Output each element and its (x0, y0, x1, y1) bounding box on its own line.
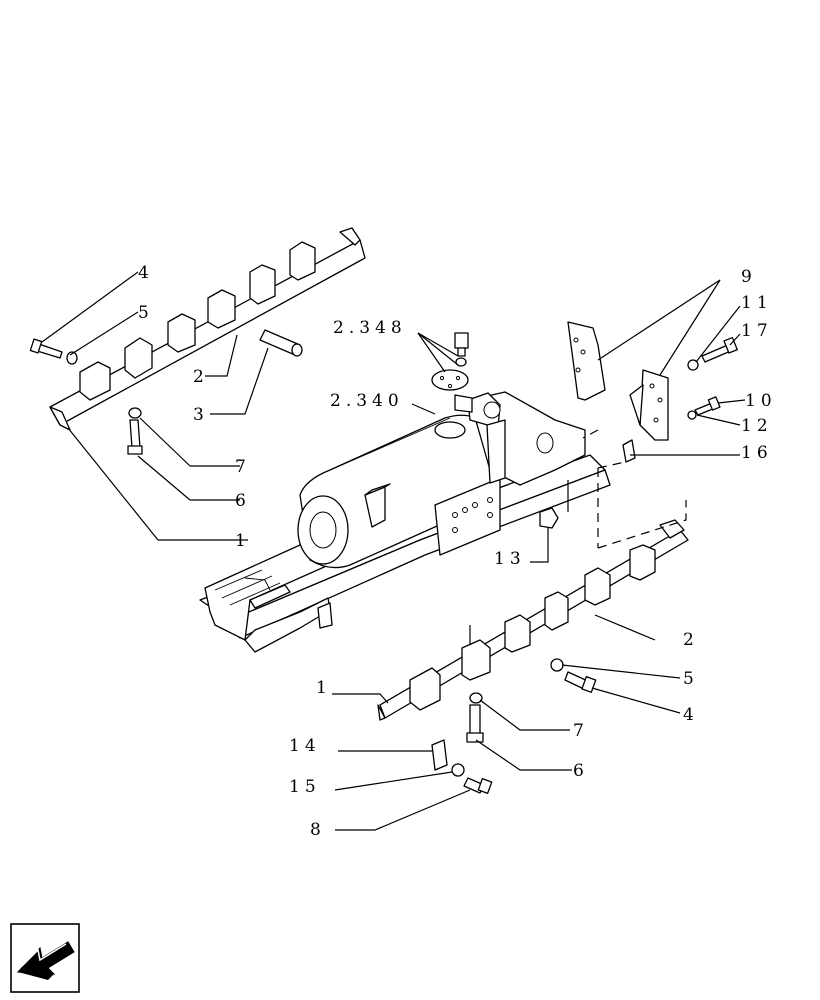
bracket-parts (567, 321, 669, 463)
label-12: 12 (741, 416, 773, 436)
label-1-left: 1 (235, 531, 251, 551)
fasteners (29, 332, 738, 794)
label-16: 16 (741, 443, 773, 463)
label-14: 14 (289, 736, 321, 756)
label-4-left: 4 (138, 263, 154, 283)
label-3: 3 (193, 405, 209, 425)
label-13: 13 (494, 549, 526, 569)
callout-labels: 4 5 2 3 7 6 1 2.348 2.340 9 11 17 10 12 … (138, 263, 777, 840)
arrow-icon[interactable] (10, 923, 80, 993)
leader-lines (41, 271, 746, 831)
label-4-right: 4 (683, 705, 699, 725)
label-2-left: 2 (193, 367, 209, 387)
label-ref-2348: 2.348 (333, 318, 407, 338)
label-6-right: 6 (573, 761, 589, 781)
label-ref-2340: 2.340 (330, 391, 404, 411)
axle-frame (199, 391, 611, 653)
label-5-left: 5 (138, 303, 154, 323)
label-7-left: 7 (235, 457, 251, 477)
track-guard-lower (377, 519, 689, 721)
label-1-bottom: 1 (316, 678, 332, 698)
label-8: 8 (310, 820, 326, 840)
label-15: 15 (289, 777, 321, 797)
label-10: 10 (745, 391, 777, 411)
label-6-left: 6 (235, 491, 251, 511)
label-11: 11 (741, 293, 773, 313)
track-guard-upper (49, 227, 366, 431)
label-5-right: 5 (683, 669, 699, 689)
label-17: 17 (741, 321, 773, 341)
label-2-right: 2 (683, 630, 699, 650)
label-7-right: 7 (573, 721, 589, 741)
label-9: 9 (741, 267, 757, 287)
